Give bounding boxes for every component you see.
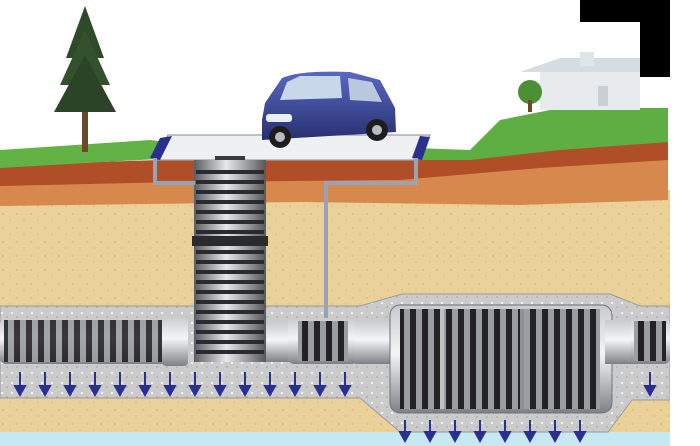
infiltration-shaft-icon: [192, 160, 268, 362]
drain-arrow-icon: [163, 372, 177, 398]
grass-left: [0, 140, 175, 168]
drain-arrow-icon: [313, 372, 327, 398]
drain-arrow-icon: [88, 372, 102, 398]
drain-arrow-icon: [473, 420, 487, 444]
infiltration-pipe-icon: [0, 316, 188, 366]
corner-block: [640, 22, 670, 77]
drain-arrow-icon: [398, 420, 412, 444]
small-infiltration-pipe: [288, 318, 358, 364]
drain-arrow-icon: [523, 420, 537, 444]
drain-arrow-icon: [213, 372, 227, 398]
drain-arrow-icon: [263, 372, 277, 398]
drain-arrow-icon: [288, 372, 302, 398]
drain-line-right: [324, 158, 418, 318]
drain-arrow-icon: [63, 372, 77, 398]
drain-arrow-icon: [423, 420, 437, 444]
car-icon: [262, 71, 396, 148]
drain-arrow-icon: [573, 420, 587, 444]
outlet-pipe: [605, 318, 670, 364]
edge-strip: [670, 0, 700, 446]
drain-arrow-icon: [13, 372, 27, 398]
drain-arrow-icon: [138, 372, 152, 398]
house-icon: [518, 52, 640, 112]
drain-arrow-icon: [643, 372, 657, 398]
drain-arrows: [13, 372, 657, 444]
corner-block: [580, 0, 670, 22]
drain-arrow-icon: [498, 420, 512, 444]
connecting-pipe: [355, 320, 395, 364]
drain-arrow-icon: [448, 420, 462, 444]
drain-arrow-icon: [338, 372, 352, 398]
groundwater-band: [0, 432, 670, 446]
tree-icon: [54, 6, 116, 152]
drain-arrow-icon: [113, 372, 127, 398]
storage-tank-icon: [389, 304, 613, 414]
drain-arrow-icon: [238, 372, 252, 398]
drain-line-left: [153, 158, 195, 185]
drain-arrow-icon: [188, 372, 202, 398]
drain-arrow-icon: [38, 372, 52, 398]
drain-arrow-icon: [548, 420, 562, 444]
grass-right: [415, 108, 668, 160]
